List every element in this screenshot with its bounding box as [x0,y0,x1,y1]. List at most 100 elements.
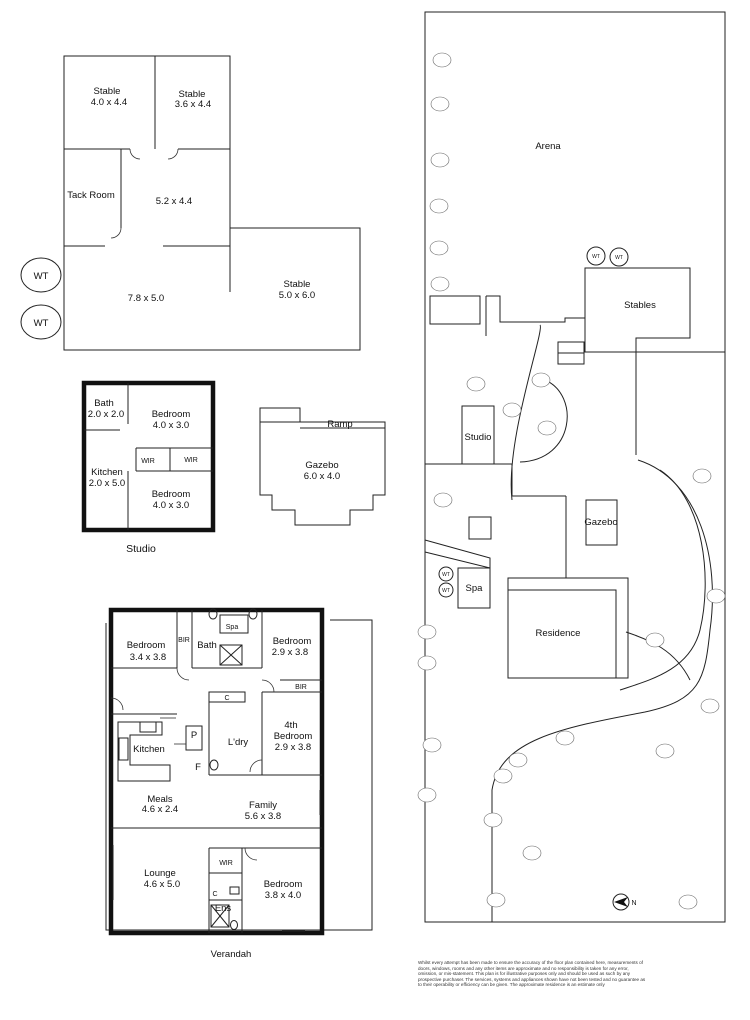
door-swing [129,148,141,160]
tree [645,632,665,648]
stables-block-outline [63,55,361,351]
residence-cupboard-1: C [224,695,229,702]
site-studio-label: Studio [465,432,492,443]
site-driveway-inner [619,469,706,691]
residence-meals-name: Meals [147,794,173,805]
stable-2-name: Stable [179,89,206,100]
residence-wir: WIR [219,860,233,867]
site-water-tank-2 [609,247,629,267]
residence-pantry: P [191,730,197,741]
water-tank-1-label: WT [34,271,49,282]
site-driveway-edge [625,631,691,681]
site-spa-tank-1 [438,566,454,582]
tack-room-label: Tack Room [67,190,115,201]
door-swing [244,847,258,861]
site-gazebo-label: Gazebo [584,517,617,528]
site-plan: Arena WT WT Stables Studio Gazebo Spa WT… [417,11,726,923]
spa-bath [219,614,249,634]
site-fence [486,295,585,323]
residence-lounge-dims: 4.6 x 5.0 [144,879,180,890]
north-arrow-circle [612,893,630,911]
site-boundary [424,11,726,923]
studio-bedroom-2-name: Bedroom [152,489,191,500]
stable-1-dims: 4.0 x 4.4 [91,97,127,108]
studio-bedroom-1-dims: 4.0 x 3.0 [153,420,189,431]
studio-bath-name: Bath [94,398,114,409]
tree [692,468,712,484]
residence-meals-dims: 4.6 x 2.4 [142,804,178,815]
studio-bedroom-2-dims: 4.0 x 3.0 [153,500,189,511]
residence-bedroom-nw-name: Bedroom [127,640,166,651]
residence-outline [108,607,325,936]
residence-bedroom-4-name: 4th [284,720,297,731]
studio-title: Studio [126,543,156,555]
studio-wir-2: WIR [184,457,198,464]
site-spa-fence [424,539,491,569]
gazebo-ramp-label: Ramp [327,419,352,430]
residence-fridge: F [195,762,201,773]
studio-bedroom-1-name: Bedroom [152,409,191,420]
tree [430,96,450,112]
tree [655,743,675,759]
site-stables-building [584,267,691,353]
stable-2-dims: 3.6 x 4.4 [175,99,211,110]
pantry [185,725,203,751]
tree [502,402,522,418]
residence-laundry: L'dry [228,737,249,748]
ensuite-shower [210,904,230,928]
cooktop [139,721,157,733]
tree [486,892,506,908]
shower [219,644,243,666]
site-driveway-outer [491,459,713,922]
residence-family-name: Family [249,800,277,811]
center-room-dims: 5.2 x 4.4 [156,196,192,207]
gazebo-plan: Ramp Gazebo 6.0 x 4.0 [259,407,386,526]
studio-bath-dims: 2.0 x 2.0 [88,409,124,420]
residence-bedroom-ne-dims: 2.9 x 3.8 [272,647,308,658]
stable-3-dims: 5.0 x 6.0 [279,290,315,301]
residence-spa: Spa [226,624,239,631]
gazebo-outline [259,421,386,526]
tree [493,768,513,784]
tree [433,492,453,508]
gazebo-step [259,407,301,423]
tree [466,376,486,392]
tree [483,812,503,828]
site-outbuilding [429,295,481,325]
residence-kitchen: Kitchen [133,744,165,755]
water-tank-2-label: WT [34,318,49,329]
site-spa-tank-2 [438,582,454,598]
water-tank-2 [20,304,62,340]
laundry-toilet [209,759,219,771]
shower-mark [210,904,230,928]
site-water-tank-1 [586,246,606,266]
sink [118,737,129,761]
site-trees [417,52,726,910]
tree [422,737,442,753]
site-garden-bed [519,379,568,463]
shower-mark [219,644,243,666]
site-gazebo-building [585,499,618,546]
stables-block: Stable 4.0 x 4.4 Stable 3.6 x 4.4 Tack R… [20,55,361,351]
residence-bedroom-se-dims: 3.8 x 4.0 [265,890,301,901]
tree [531,372,551,388]
cupboard [208,691,246,703]
door-swing [261,679,275,693]
site-residence-label: Residence [536,628,581,639]
residence-bedroom-ne-name: Bedroom [273,636,312,647]
site-spa-building [457,567,491,609]
stable-1-name: Stable [94,86,121,97]
site-spa-label: Spa [466,583,484,594]
door-swing [167,148,179,160]
tree [429,240,449,256]
stable-3-name: Stable [284,279,311,290]
tree [706,588,726,604]
residence-plan: Bedroom 3.4 x 3.8 BIR Bath Spa Bedroom 2… [105,607,373,960]
site-north-label: N [631,900,636,907]
site-residence-building [507,589,617,679]
tree [430,152,450,168]
door-swing [249,759,263,773]
residence-ensuite: Ens [215,903,232,914]
studio-plan: Bath 2.0 x 2.0 Bedroom 4.0 x 3.0 WIR WIR… [81,380,216,555]
